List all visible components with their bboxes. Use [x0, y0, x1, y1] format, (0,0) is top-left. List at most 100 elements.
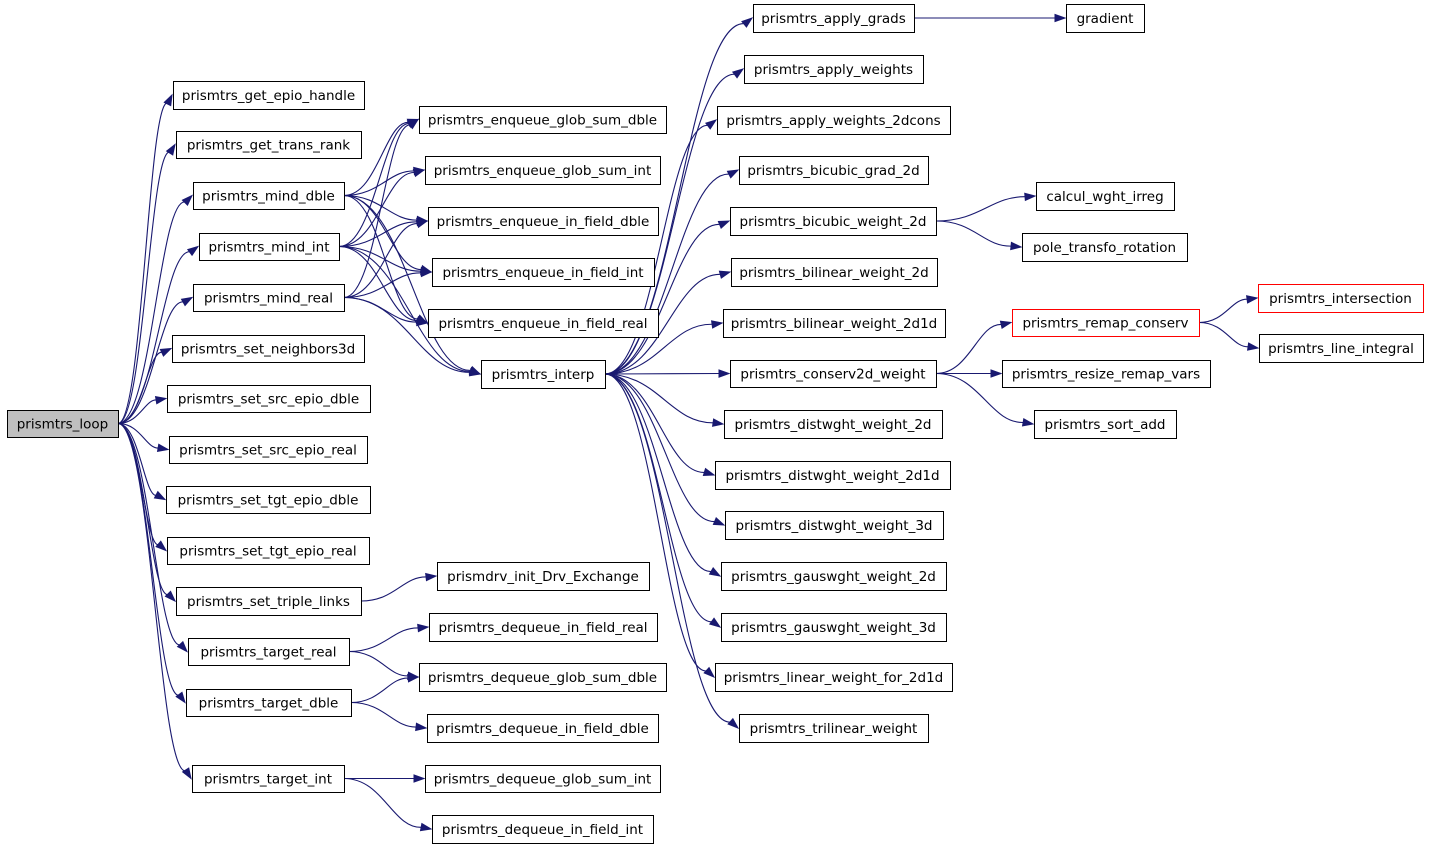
node-set-src-epio-dble[interactable]: prismtrs_set_src_epio_dble: [167, 385, 371, 413]
arrowhead-icon: [181, 767, 192, 780]
node-deq-in-field-int[interactable]: prismtrs_dequeue_in_field_int: [432, 815, 654, 844]
node-line-integral[interactable]: prismtrs_line_integral: [1259, 334, 1424, 363]
node-mind-real[interactable]: prismtrs_mind_real: [193, 284, 345, 312]
node-label: prismtrs_dequeue_glob_sum_int: [434, 772, 652, 788]
node-resize-remap-vars[interactable]: prismtrs_resize_remap_vars: [1002, 360, 1211, 388]
edge-interp-to-apply-weights: [604, 68, 745, 375]
node-get-epio-handle[interactable]: prismtrs_get_epio_handle: [173, 81, 365, 110]
node-set-neighbors3d[interactable]: prismtrs_set_neighbors3d: [172, 335, 365, 363]
node-enq-glob-sum-dble[interactable]: prismtrs_enqueue_glob_sum_dble: [419, 106, 667, 134]
node-apply-weights-2dcons[interactable]: prismtrs_apply_weights_2dcons: [717, 106, 951, 135]
node-label: prismtrs_set_src_epio_real: [179, 443, 357, 459]
node-label: prismtrs_dequeue_in_field_real: [438, 620, 647, 636]
node-set-triple-links[interactable]: prismtrs_set_triple_links: [176, 587, 362, 616]
node-pole-transfo-rotation[interactable]: pole_transfo_rotation: [1022, 233, 1188, 262]
arrowhead-icon: [156, 443, 170, 452]
node-enq-in-field-real[interactable]: prismtrs_enqueue_in_field_real: [428, 309, 659, 338]
node-sort-add[interactable]: prismtrs_sort_add: [1034, 410, 1177, 439]
arrowhead-icon: [718, 270, 732, 279]
node-label: prismtrs_linear_weight_for_2d1d: [724, 670, 944, 686]
arrowhead-icon: [703, 666, 716, 678]
edge-line: [117, 399, 158, 425]
arrowhead-icon: [727, 717, 740, 729]
node-mind-dble[interactable]: prismtrs_mind_dble: [193, 182, 345, 210]
node-label: prismtrs_interp: [492, 367, 595, 383]
node-enq-glob-sum-int[interactable]: prismtrs_enqueue_glob_sum_int: [425, 156, 661, 185]
node-gauswght-weight-3d[interactable]: prismtrs_gauswght_weight_3d: [721, 613, 947, 642]
node-bicubic-grad-2d[interactable]: prismtrs_bicubic_grad_2d: [739, 156, 929, 185]
node-target-dble[interactable]: prismtrs_target_dble: [186, 689, 352, 717]
arrowhead-icon: [163, 93, 173, 107]
node-remap-conserv[interactable]: prismtrs_remap_conserv: [1012, 309, 1200, 337]
edge-line: [604, 124, 709, 375]
node-label: prismtrs_get_trans_rank: [187, 138, 350, 154]
edge-line: [338, 245, 472, 372]
node-box: [169, 436, 368, 464]
node-deq-glob-sum-dble[interactable]: prismtrs_dequeue_glob_sum_dble: [419, 663, 667, 692]
node-target-int[interactable]: prismtrs_target_int: [192, 765, 345, 793]
node-enq-in-field-dble[interactable]: prismtrs_enqueue_in_field_dble: [428, 207, 659, 236]
node-box: [425, 765, 661, 793]
node-set-src-epio-real[interactable]: prismtrs_set_src_epio_real: [169, 436, 368, 464]
node-intersection[interactable]: prismtrs_intersection: [1258, 284, 1424, 313]
edge-conserv2d-weight-to-resize-remap-vars: [935, 369, 1003, 378]
node-interp[interactable]: prismtrs_interp: [481, 360, 606, 389]
node-box: [1002, 360, 1211, 388]
edge-line: [350, 701, 418, 728]
edge-line: [348, 627, 420, 653]
edge-target-int-to-deq-glob-sum-int: [343, 774, 426, 783]
node-deq-in-field-real[interactable]: prismtrs_dequeue_in_field_real: [429, 613, 658, 642]
node-box: [1258, 284, 1424, 313]
node-loop[interactable]: prismtrs_loop: [7, 410, 119, 438]
arrowhead-icon: [407, 674, 420, 683]
node-label: prismtrs_apply_grads: [761, 11, 906, 27]
node-set-tgt-epio-real[interactable]: prismtrs_set_tgt_epio_real: [167, 537, 370, 565]
node-calcul-wght-irreg[interactable]: calcul_wght_irreg: [1036, 182, 1175, 211]
node-bilinear-weight-2d[interactable]: prismtrs_bilinear_weight_2d: [731, 258, 938, 287]
node-box: [432, 258, 655, 287]
edge-line: [117, 422, 187, 772]
node-apply-grads[interactable]: prismtrs_apply_grads: [753, 4, 915, 33]
edge-loop-to-get-epio-handle: [117, 93, 173, 425]
edge-interp-to-bicubic-grad-2d: [604, 169, 740, 375]
arrowhead-icon: [1024, 192, 1037, 202]
node-set-tgt-epio-dble[interactable]: prismtrs_set_tgt_epio_dble: [166, 486, 371, 514]
node-trilinear-weight[interactable]: prismtrs_trilinear_weight: [739, 714, 929, 743]
arrowhead-icon: [186, 245, 200, 257]
edge-interp-to-distwght-weight-2d: [604, 373, 725, 427]
edge-line: [343, 124, 412, 299]
node-distwght-weight-3d[interactable]: prismtrs_distwght_weight_3d: [725, 511, 944, 540]
node-gauswght-weight-2d[interactable]: prismtrs_gauswght_weight_2d: [721, 562, 947, 591]
edge-loop-to-mind-dble: [117, 194, 194, 425]
node-get-trans-rank[interactable]: prismtrs_get_trans_rank: [176, 131, 362, 159]
node-bilinear-weight-2d1d[interactable]: prismtrs_bilinear_weight_2d1d: [723, 309, 946, 338]
arrowhead-icon: [1021, 417, 1035, 427]
node-gradient[interactable]: gradient: [1066, 4, 1145, 33]
arrowhead-icon: [717, 220, 731, 229]
node-deq-glob-sum-int[interactable]: prismtrs_dequeue_glob_sum_int: [425, 765, 661, 793]
edge-line: [338, 245, 419, 322]
node-target-real[interactable]: prismtrs_target_real: [188, 638, 350, 666]
node-box: [186, 689, 352, 717]
node-label: prismtrs_enqueue_glob_sum_dble: [428, 113, 657, 129]
edge-set-triple-links-to-init-drv-exchange: [360, 572, 438, 602]
edge-target-real-to-deq-in-field-real: [348, 623, 430, 653]
node-label: prismtrs_bilinear_weight_2d: [739, 265, 928, 281]
edge-mind-real-to-interp: [343, 296, 482, 377]
node-apply-weights[interactable]: prismtrs_apply_weights: [744, 55, 924, 84]
node-box: [1022, 233, 1188, 262]
node-box: [753, 4, 915, 33]
node-deq-in-field-dble[interactable]: prismtrs_dequeue_in_field_dble: [427, 714, 659, 743]
node-enq-in-field-int[interactable]: prismtrs_enqueue_in_field_int: [432, 258, 655, 287]
node-label: prismtrs_distwght_weight_3d: [736, 518, 933, 534]
node-mind-int[interactable]: prismtrs_mind_int: [199, 233, 340, 261]
node-distwght-weight-2d[interactable]: prismtrs_distwght_weight_2d: [724, 410, 943, 439]
node-label: prismtrs_dequeue_in_field_int: [442, 822, 643, 838]
node-conserv2d-weight[interactable]: prismtrs_conserv2d_weight: [730, 360, 937, 388]
arrowhead-icon: [425, 572, 438, 582]
node-distwght-weight-2d1d[interactable]: prismtrs_distwght_weight_2d1d: [715, 461, 951, 490]
node-linear-weight-for-2d1d[interactable]: prismtrs_linear_weight_for_2d1d: [715, 663, 953, 692]
node-init-drv-exchange[interactable]: prismdrv_init_Drv_Exchange: [437, 562, 650, 591]
node-bicubic-weight-2d[interactable]: prismtrs_bicubic_weight_2d: [730, 207, 937, 236]
edge-interp-to-conserv2d-weight: [604, 369, 731, 378]
